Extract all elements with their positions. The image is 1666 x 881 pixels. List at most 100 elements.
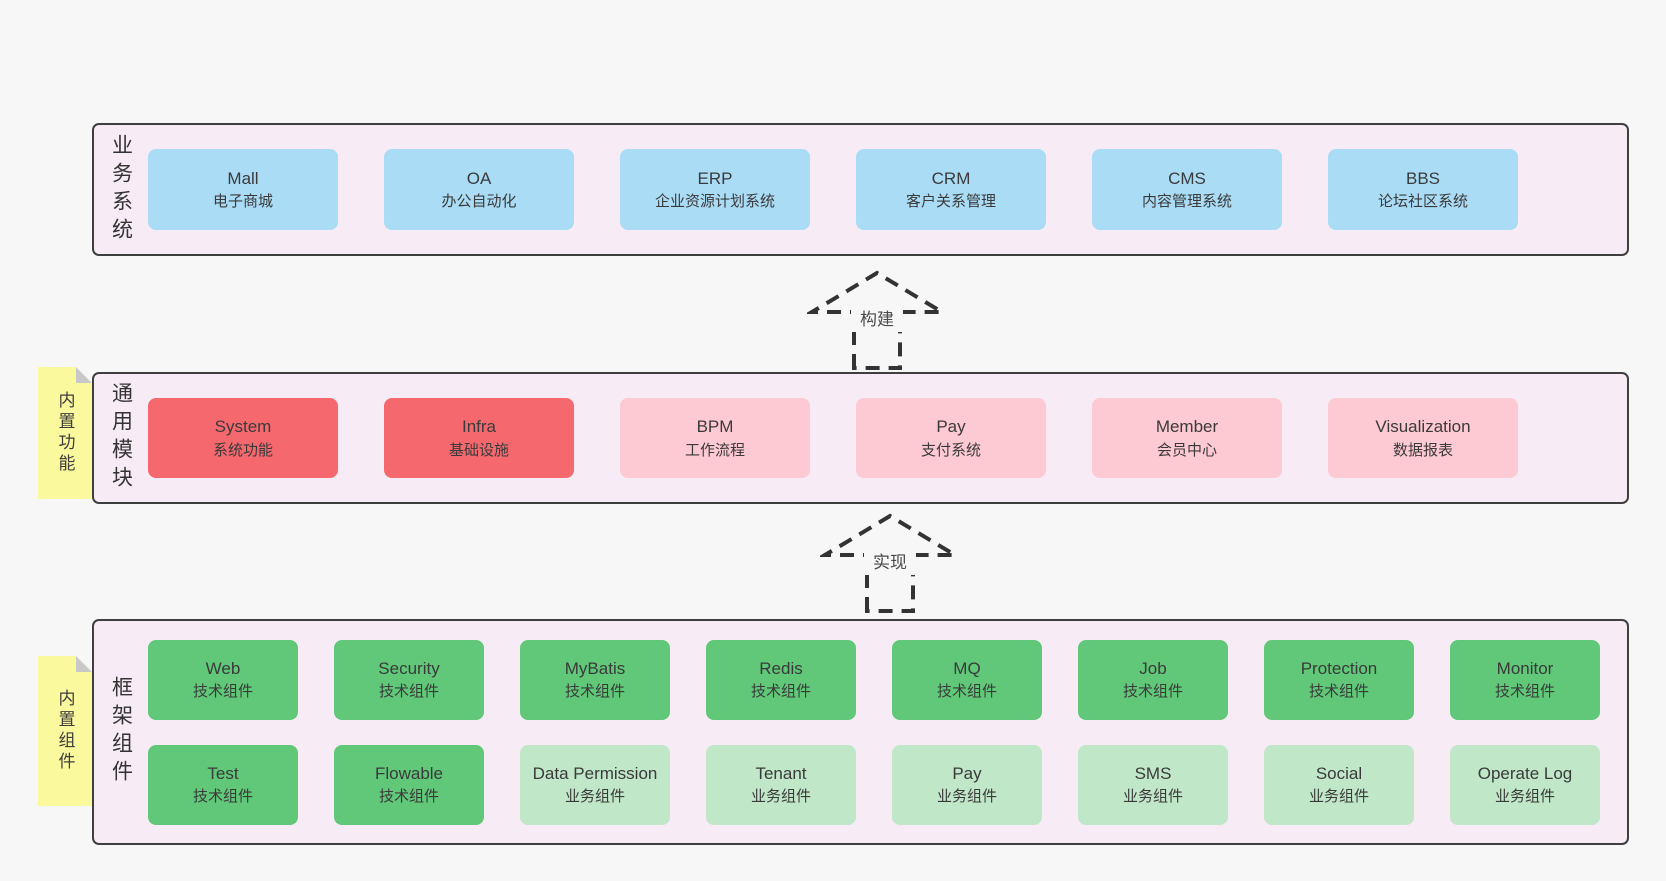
layer-title-framework-components: 框架组件 <box>109 676 133 788</box>
box-mq-desc: 技术组件 <box>936 683 997 700</box>
box-test-desc: 技术组件 <box>192 788 253 805</box>
box-job: Job 技术组件 <box>1078 639 1228 720</box>
box-web-name: Web <box>205 658 241 678</box>
box-security-name: Security <box>378 658 440 678</box>
box-mybatis-desc: 技术组件 <box>564 683 625 700</box>
box-job-name: Job <box>1139 658 1167 678</box>
box-mall-name: Mall <box>227 168 259 188</box>
arrow-build-label-bg <box>851 306 903 332</box>
box-tenant-desc: 业务组件 <box>750 788 811 805</box>
business-systems-box-row: Mall 电子商城 OA 办公自动化 ERP 企业资源计划系统 CRM 客户关系… <box>148 149 1518 230</box>
box-member: Member 会员中心 <box>1092 398 1282 478</box>
box-crm: CRM 客户关系管理 <box>856 149 1046 230</box>
box-monitor: Monitor 技术组件 <box>1450 639 1600 720</box>
box-bbs-desc: 论坛社区系统 <box>1377 193 1468 210</box>
box-pay-module-name: Pay <box>936 417 966 436</box>
box-oa: OA 办公自动化 <box>384 149 574 230</box>
layer-common-modules: 通用模块 System 系统功能 Infra 基础设施 BPM 工作流程 Pay… <box>92 372 1629 504</box>
box-mall-desc: 电子商城 <box>212 193 273 210</box>
box-bbs-name: BBS <box>1405 168 1441 188</box>
arrow-build-label: 构建 <box>860 310 894 329</box>
box-crm-desc: 客户关系管理 <box>905 193 996 210</box>
box-pay-module: Pay 支付系统 <box>856 398 1046 478</box>
box-erp: ERP 企业资源计划系统 <box>620 149 810 230</box>
arrow-implement-label-bg <box>864 549 916 575</box>
box-data-permission: Data Permission 业务组件 <box>520 744 670 825</box>
box-flowable: Flowable 技术组件 <box>334 744 484 825</box>
arrow-implement-up: 实现 <box>820 513 960 613</box>
box-visualization-name: Visualization <box>1375 417 1471 436</box>
sticky-note-builtin-features-label: 内置功能 <box>55 391 75 475</box>
box-job-desc: 技术组件 <box>1122 683 1183 700</box>
box-sms: SMS 业务组件 <box>1078 744 1228 825</box>
sticky-note-builtin-components: 内置组件 <box>38 656 92 806</box>
box-test-name: Test <box>207 763 239 783</box>
box-mybatis: MyBatis 技术组件 <box>520 639 670 720</box>
arrow-build-outline <box>807 270 947 370</box>
box-system-name: System <box>214 417 272 436</box>
box-infra: Infra 基础设施 <box>384 398 574 478</box>
box-monitor-desc: 技术组件 <box>1494 683 1555 700</box>
layer-framework-components: 框架组件 Web 技术组件 Security 技术组件 MyBatis 技术组件… <box>92 619 1629 845</box>
box-oa-name: OA <box>466 168 492 188</box>
box-social-desc: 业务组件 <box>1308 788 1369 805</box>
box-visualization: Visualization 数据报表 <box>1328 398 1518 478</box>
box-erp-desc: 企业资源计划系统 <box>654 193 775 210</box>
box-pay-component-desc: 业务组件 <box>936 788 997 805</box>
box-sms-name: SMS <box>1134 763 1172 783</box>
box-protection-name: Protection <box>1300 658 1378 678</box>
box-mq: MQ 技术组件 <box>892 639 1042 720</box>
arrow-implement-outline <box>820 513 960 613</box>
box-system: System 系统功能 <box>148 398 338 478</box>
box-cms-desc: 内容管理系统 <box>1141 193 1232 210</box>
framework-components-grid: Web 技术组件 Security 技术组件 MyBatis 技术组件 Redi… <box>148 639 1600 825</box>
box-member-name: Member <box>1155 417 1219 436</box>
sticky-note-builtin-components-label: 内置组件 <box>55 689 75 773</box>
layer-business-systems: 业务系统 Mall 电子商城 OA 办公自动化 ERP 企业资源计划系统 CRM… <box>92 123 1629 256</box>
box-pay-module-desc: 支付系统 <box>920 441 981 459</box>
box-bpm: BPM 工作流程 <box>620 398 810 478</box>
box-tenant: Tenant 业务组件 <box>706 744 856 825</box>
box-data-permission-name: Data Permission <box>532 763 658 783</box>
box-mybatis-name: MyBatis <box>564 658 626 678</box>
arrow-implement-label: 实现 <box>873 553 907 572</box>
box-sms-desc: 业务组件 <box>1122 788 1183 805</box>
box-redis: Redis 技术组件 <box>706 639 856 720</box>
box-erp-name: ERP <box>697 168 733 188</box>
box-member-desc: 会员中心 <box>1156 441 1217 459</box>
box-social: Social 业务组件 <box>1264 744 1414 825</box>
box-tenant-name: Tenant <box>755 763 807 783</box>
arrow-build-up: 构建 <box>807 270 947 370</box>
box-bpm-desc: 工作流程 <box>684 441 745 459</box>
box-redis-name: Redis <box>759 658 803 678</box>
layer-title-common-modules: 通用模块 <box>109 382 133 494</box>
box-monitor-name: Monitor <box>1496 658 1554 678</box>
box-operate-log-desc: 业务组件 <box>1494 788 1555 805</box>
box-visualization-desc: 数据报表 <box>1392 441 1453 459</box>
box-mq-name: MQ <box>953 658 981 678</box>
common-modules-box-row: System 系统功能 Infra 基础设施 BPM 工作流程 Pay 支付系统… <box>148 398 1518 478</box>
box-bpm-name: BPM <box>696 417 734 436</box>
box-cms: CMS 内容管理系统 <box>1092 149 1282 230</box>
box-mall: Mall 电子商城 <box>148 149 338 230</box>
box-operate-log: Operate Log 业务组件 <box>1450 744 1600 825</box>
box-protection-desc: 技术组件 <box>1308 683 1369 700</box>
box-infra-desc: 基础设施 <box>448 441 509 459</box>
box-oa-desc: 办公自动化 <box>441 193 517 210</box>
sticky-note-builtin-features: 内置功能 <box>38 367 92 499</box>
layer-title-business-systems: 业务系统 <box>109 133 133 246</box>
box-operate-log-name: Operate Log <box>1477 763 1573 783</box>
box-system-desc: 系统功能 <box>212 441 273 459</box>
box-web-desc: 技术组件 <box>192 683 253 700</box>
box-infra-name: Infra <box>461 417 497 436</box>
box-flowable-name: Flowable <box>374 763 444 783</box>
box-pay-component: Pay 业务组件 <box>892 744 1042 825</box>
box-data-permission-desc: 业务组件 <box>564 788 625 805</box>
box-web: Web 技术组件 <box>148 639 298 720</box>
box-pay-component-name: Pay <box>952 763 982 783</box>
box-security-desc: 技术组件 <box>378 683 439 700</box>
box-bbs: BBS 论坛社区系统 <box>1328 149 1518 230</box>
box-cms-name: CMS <box>1168 168 1206 188</box>
note-fold-corner-icon <box>76 367 92 383</box>
